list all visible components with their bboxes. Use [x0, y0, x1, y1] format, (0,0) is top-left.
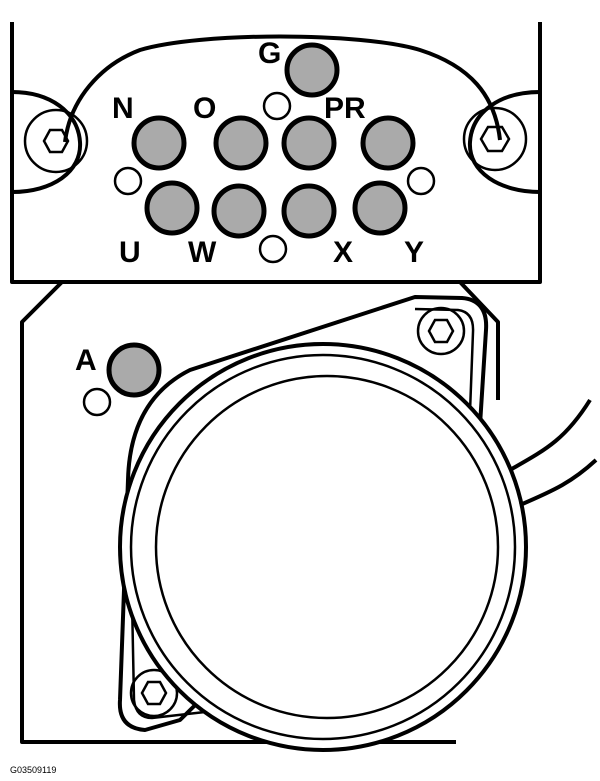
- pin-label-g: G: [258, 37, 281, 70]
- flange-screws: [129, 306, 466, 718]
- left-hex-screw-icon: [42, 128, 70, 154]
- empty-cavity: [258, 234, 288, 264]
- empty-cavity: [113, 166, 143, 196]
- pin-label-y: Y: [404, 236, 424, 269]
- pin-x: [281, 183, 337, 239]
- figure-code: G03509119: [10, 765, 56, 775]
- pin-n: [131, 115, 187, 171]
- flange-screw-boss-bottom: [129, 668, 179, 718]
- pins-lower: A: [75, 342, 162, 417]
- flange-screw-boss-top: [416, 306, 466, 356]
- upper-connector-body: [10, 22, 542, 284]
- empty-cavity: [82, 387, 112, 417]
- motor-mid-ring: [129, 353, 517, 741]
- pins-upper: [131, 42, 416, 239]
- pin-p: [281, 115, 337, 171]
- pin-label-u: U: [119, 236, 141, 269]
- motor-outer-ring: [118, 342, 528, 752]
- pin-label-x: X: [333, 236, 353, 269]
- pin-g: [284, 42, 340, 98]
- motor-inner-face: [154, 374, 500, 720]
- empty-cavity: [406, 166, 436, 196]
- pin-a: [106, 342, 162, 398]
- pin-r: [360, 115, 416, 171]
- pin-labels-upper: G N O PR U W X Y: [112, 37, 424, 269]
- empty-cavity: [262, 91, 292, 121]
- right-mounting-ear: [462, 90, 541, 194]
- right-hex-screw-icon: [479, 125, 511, 153]
- flange-bottom-hex-screw-icon: [140, 680, 168, 706]
- pin-label-o: O: [193, 92, 216, 125]
- lower-connector-body: [20, 280, 500, 744]
- motor-housing: [118, 342, 528, 752]
- wire-leads: [509, 398, 598, 507]
- right-screw-boss: [462, 106, 528, 172]
- empty-cavities-upper: [113, 91, 436, 264]
- pin-w: [211, 183, 267, 239]
- pin-label-a: A: [75, 344, 97, 377]
- pin-u: [144, 180, 200, 236]
- pin-y: [352, 180, 408, 236]
- flange-plate: [117, 295, 489, 732]
- pin-o: [213, 115, 269, 171]
- pin-label-pr: PR: [324, 92, 366, 125]
- left-screw-boss: [23, 108, 89, 174]
- pin-label-w: W: [188, 236, 217, 269]
- flange-top-hex-screw-icon: [427, 318, 455, 344]
- pin-label-n: N: [112, 92, 134, 125]
- left-mounting-ear: [11, 90, 89, 194]
